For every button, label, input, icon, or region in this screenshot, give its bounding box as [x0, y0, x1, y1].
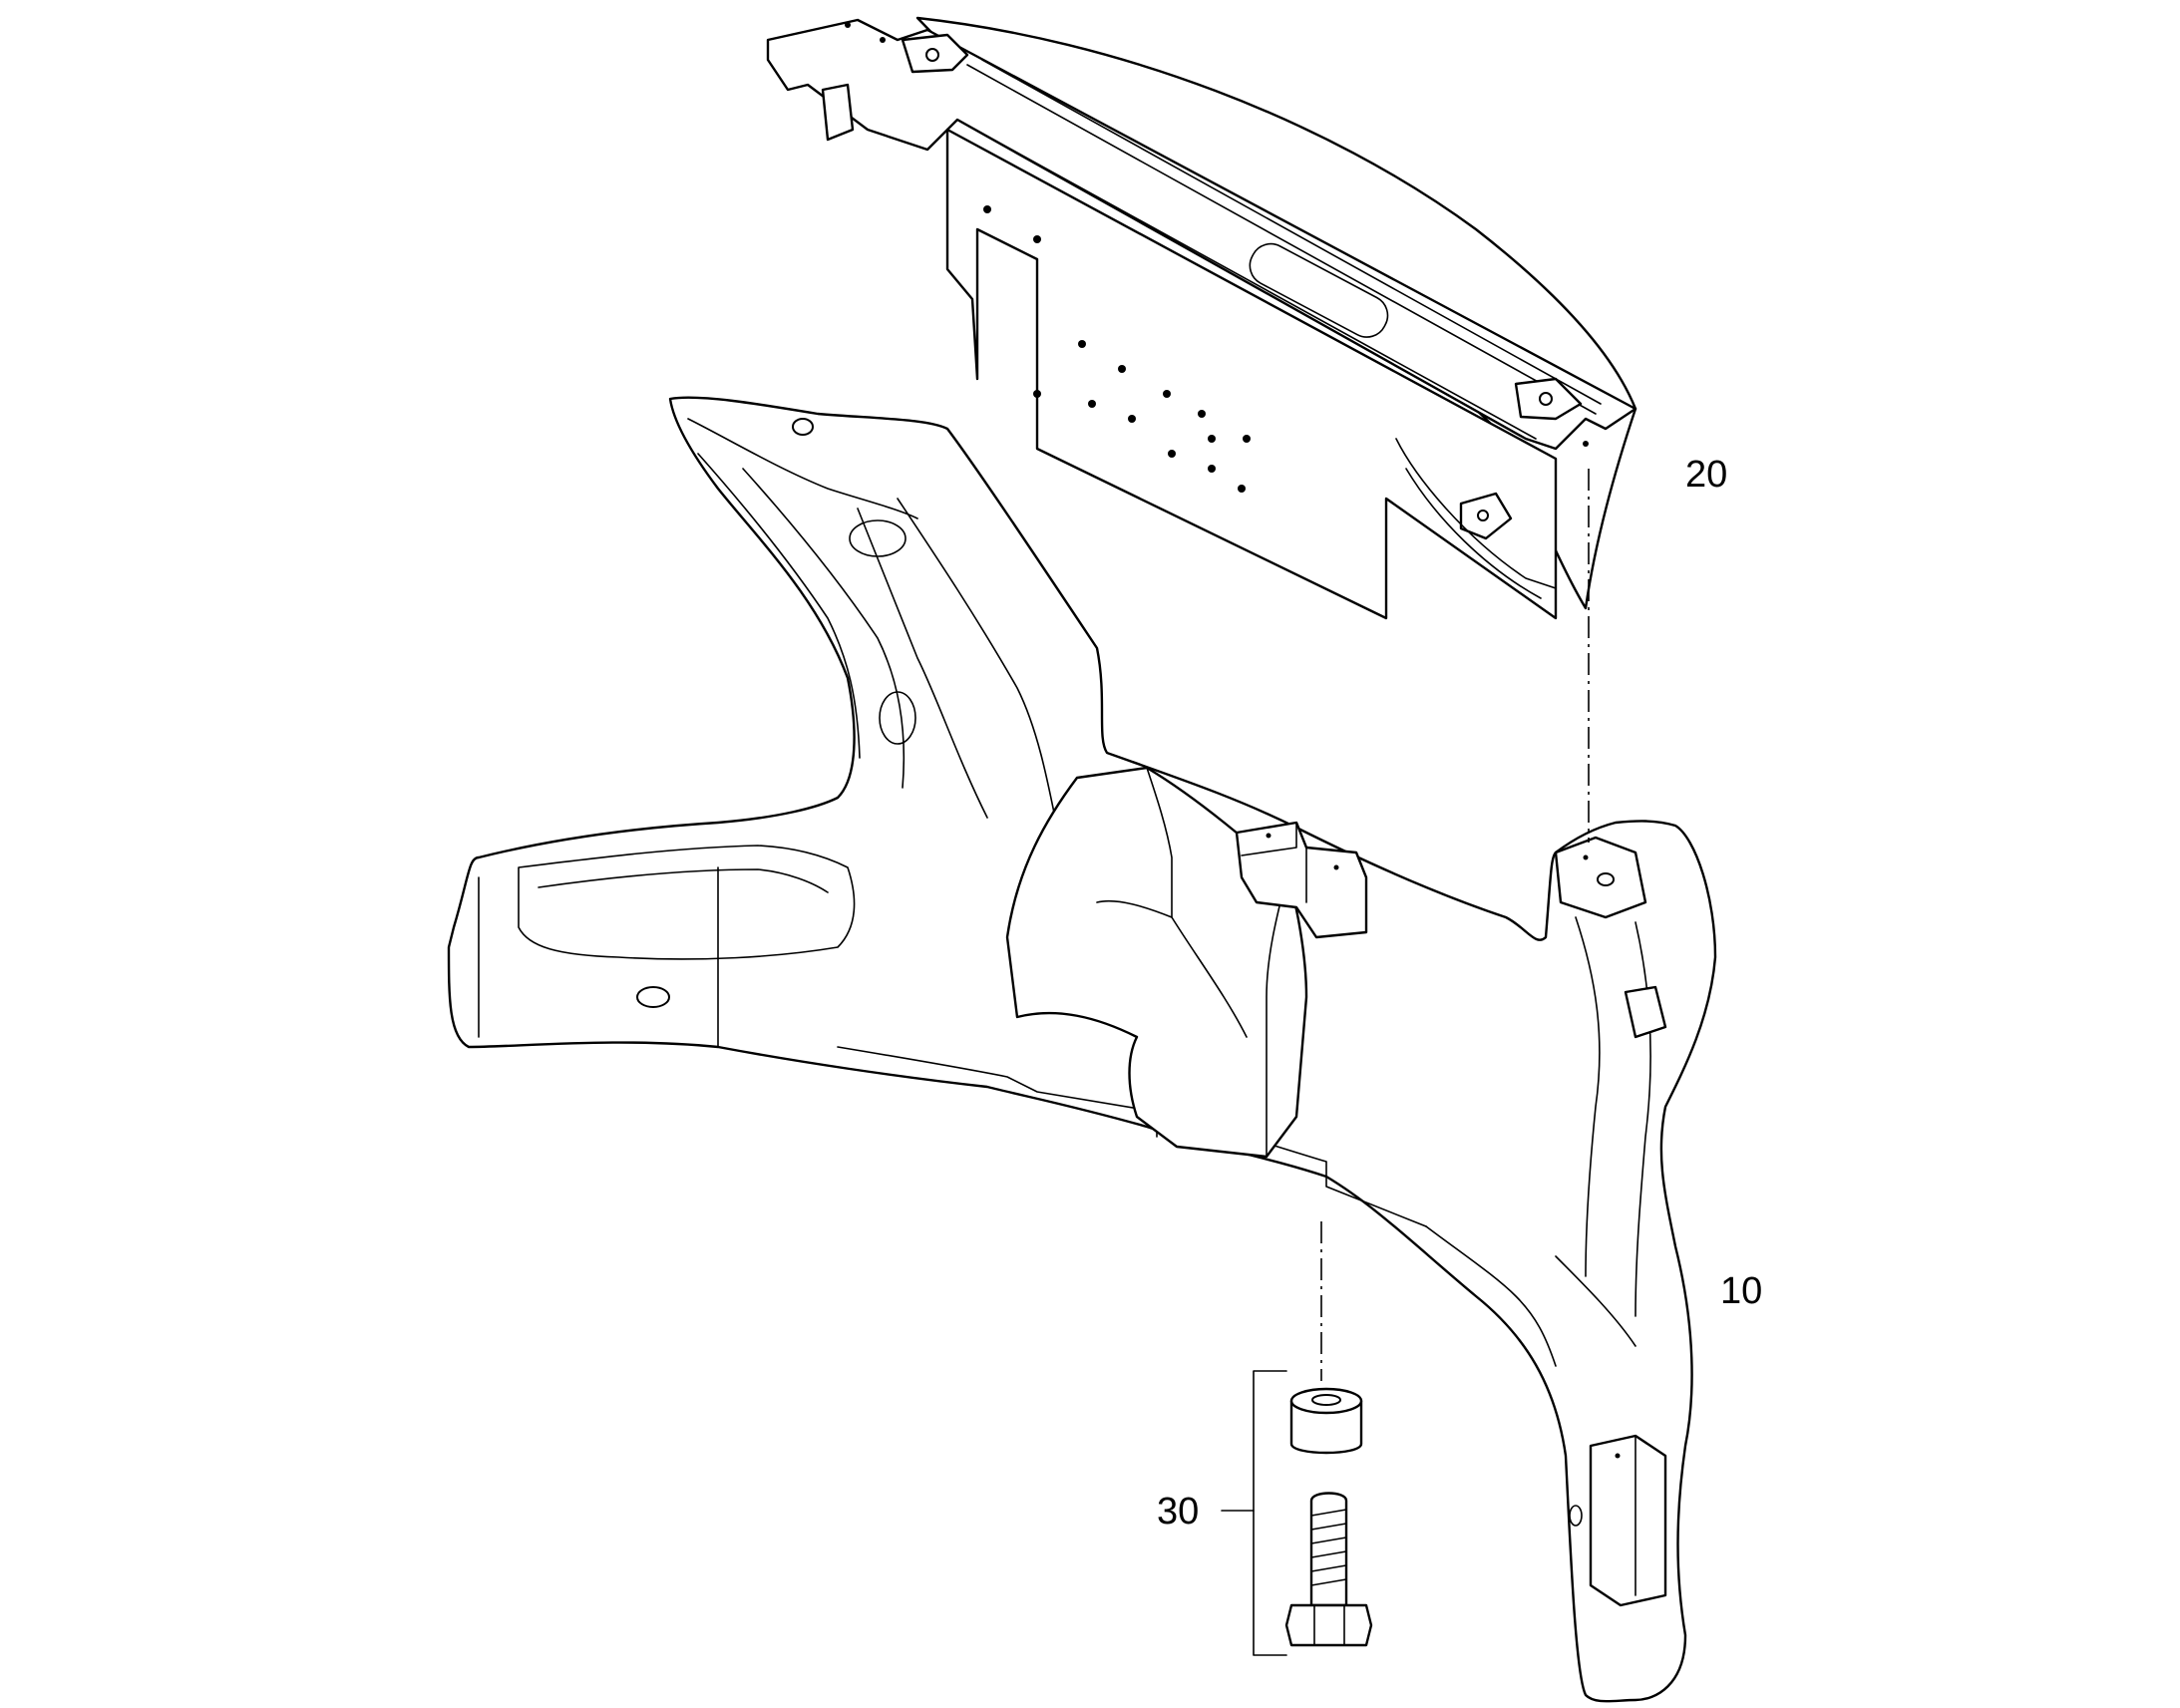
part-20-cover-plate — [766, 16, 1637, 620]
callout-label-30: 30 — [1157, 1491, 1199, 1533]
part-10-counterweight — [447, 396, 1717, 1703]
hex-bolt — [1284, 1492, 1373, 1647]
cover-bolt-holes — [983, 205, 1251, 493]
part-30-bushing-and-bolt — [1284, 1387, 1373, 1647]
callout-bracket-30 — [1253, 1370, 1287, 1656]
bushing — [1289, 1387, 1363, 1455]
callout-label-10: 10 — [1720, 1270, 1762, 1312]
callout-label-20: 20 — [1685, 454, 1727, 496]
